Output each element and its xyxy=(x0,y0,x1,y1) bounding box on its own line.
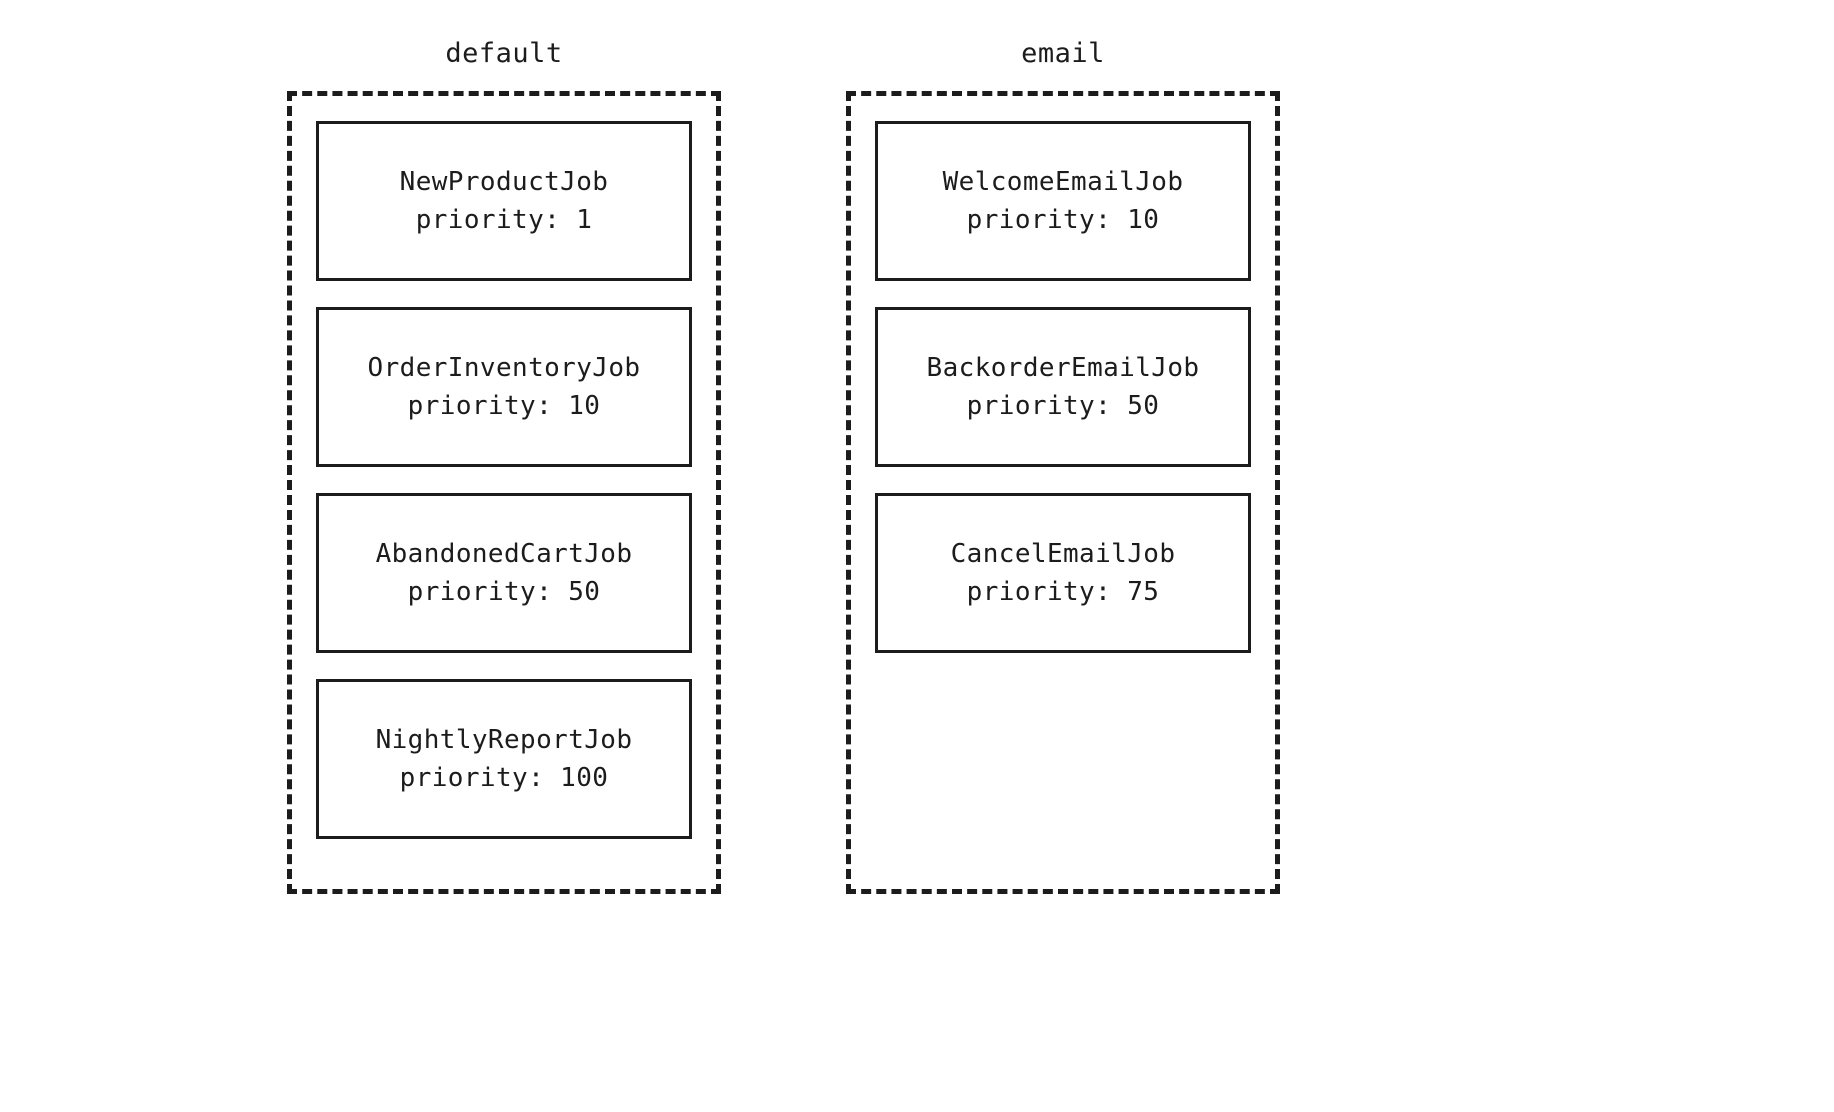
job-name: BackorderEmailJob xyxy=(926,353,1200,383)
job-name: CancelEmailJob xyxy=(950,539,1176,569)
job-card[interactable]: BackorderEmailJob priority: 50 xyxy=(875,307,1251,467)
job-name: AbandonedCartJob xyxy=(375,539,633,569)
job-priority: priority: 10 xyxy=(966,205,1160,235)
job-name: NightlyReportJob xyxy=(375,725,633,755)
job-card[interactable]: OrderInventoryJob priority: 10 xyxy=(316,307,692,467)
queue-container-email: WelcomeEmailJob priority: 10 BackorderEm… xyxy=(846,91,1280,894)
queue-column-email: email WelcomeEmailJob priority: 10 Backo… xyxy=(846,38,1280,894)
queue-column-default: default NewProductJob priority: 1 OrderI… xyxy=(287,38,721,894)
job-priority: priority: 75 xyxy=(966,577,1160,607)
job-card[interactable]: NewProductJob priority: 1 xyxy=(316,121,692,281)
job-name: NewProductJob xyxy=(399,167,609,197)
job-name: WelcomeEmailJob xyxy=(942,167,1184,197)
job-priority: priority: 10 xyxy=(407,391,601,421)
job-name: OrderInventoryJob xyxy=(367,353,641,383)
job-card[interactable]: NightlyReportJob priority: 100 xyxy=(316,679,692,839)
queue-title-email: email xyxy=(1021,38,1105,69)
job-priority: priority: 50 xyxy=(407,577,601,607)
job-priority: priority: 1 xyxy=(415,205,593,235)
job-priority: priority: 100 xyxy=(399,763,609,793)
job-priority: priority: 50 xyxy=(966,391,1160,421)
queue-title-default: default xyxy=(445,38,563,69)
job-card[interactable]: CancelEmailJob priority: 75 xyxy=(875,493,1251,653)
job-card[interactable]: WelcomeEmailJob priority: 10 xyxy=(875,121,1251,281)
queue-container-default: NewProductJob priority: 1 OrderInventory… xyxy=(287,91,721,894)
job-card[interactable]: AbandonedCartJob priority: 50 xyxy=(316,493,692,653)
